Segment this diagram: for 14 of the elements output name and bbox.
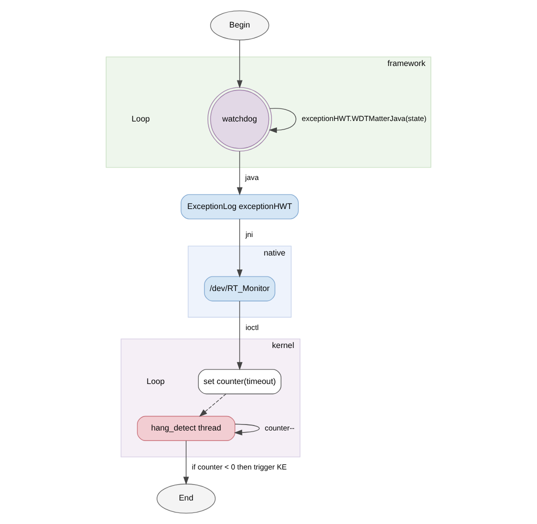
edge-label: ioctl	[245, 322, 259, 332]
arrow	[236, 40, 243, 88]
arrow	[236, 218, 243, 278]
edge-label: if counter < 0 then trigger KE	[192, 462, 287, 472]
arrow	[236, 300, 243, 370]
edge-label: java	[245, 173, 259, 182]
arrow	[268, 108, 296, 134]
edge-label: jni	[245, 230, 253, 240]
arrow	[236, 150, 243, 196]
edge-label: counter--	[264, 423, 295, 432]
arrow	[183, 440, 189, 485]
edge-label: exceptionHWT.WDTMatterJava(state)	[302, 114, 427, 124]
arrow	[234, 424, 260, 436]
arrow	[199, 394, 226, 417]
